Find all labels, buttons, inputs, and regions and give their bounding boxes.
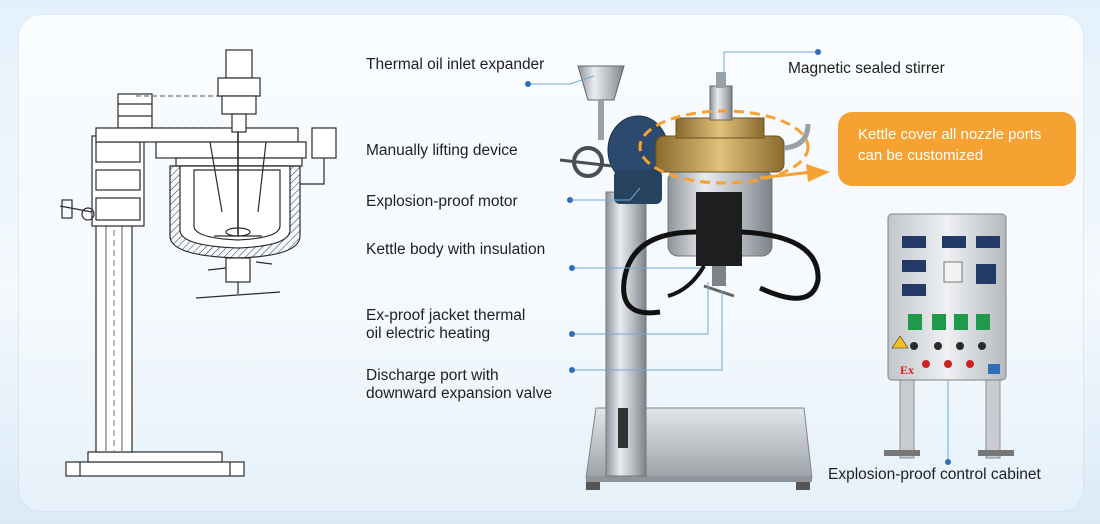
label-discharge-1: Discharge port with xyxy=(366,367,499,384)
label-lifting-device: Manually lifting device xyxy=(366,142,518,159)
leader-lines xyxy=(528,51,949,462)
reactor-illustration xyxy=(559,65,830,490)
customization-callout: Kettle cover all nozzle ports can be cus… xyxy=(838,112,1076,186)
label-jacket-heating-1: Ex-proof jacket thermal xyxy=(366,307,526,324)
label-thermal-oil-inlet: Thermal oil inlet expander xyxy=(366,56,545,73)
label-magnetic-stirrer: Magnetic sealed stirrer xyxy=(788,60,945,77)
label-explosion-motor: Explosion-proof motor xyxy=(366,193,518,210)
callout-line-1: Kettle cover all nozzle ports xyxy=(858,126,1042,143)
callout-line-2: can be customized xyxy=(858,147,984,164)
control-cabinet-illustration xyxy=(884,213,1014,459)
label-discharge-2: downward expansion valve xyxy=(366,385,553,402)
leader-dots xyxy=(525,49,951,465)
label-jacket-heating-2: oil electric heating xyxy=(366,325,491,342)
label-kettle-body: Kettle body with insulation xyxy=(366,241,546,258)
technical-drawing xyxy=(59,49,337,477)
cabinet-ex-mark: Ex xyxy=(900,363,914,377)
label-control-cabinet: Explosion-proof control cabinet xyxy=(828,466,1041,483)
